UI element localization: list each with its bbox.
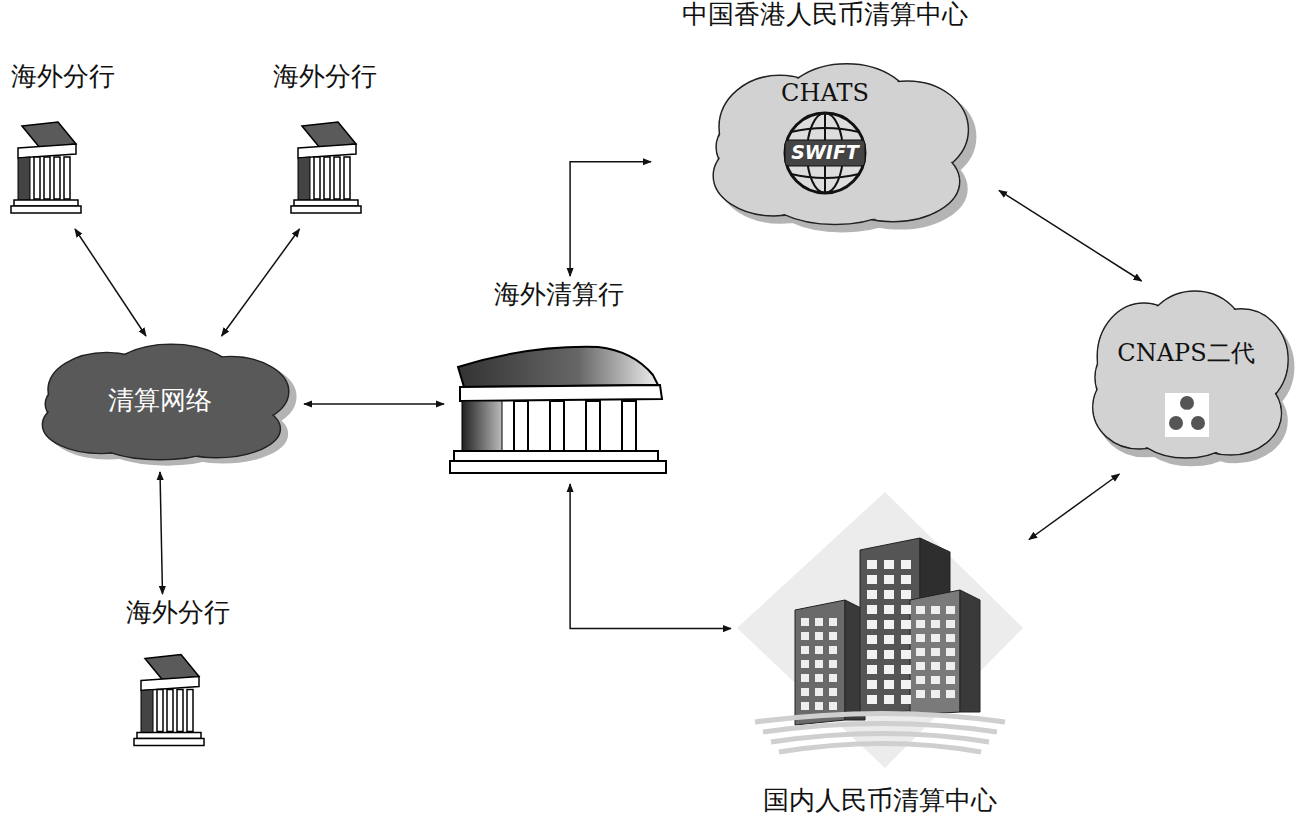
bank-node: 海外分行 bbox=[0, 62, 125, 225]
node-illustration bbox=[290, 120, 365, 220]
node-label: 海外分行 bbox=[115, 598, 240, 628]
node-label: CNAPS二代 bbox=[1075, 340, 1297, 368]
connector-arrow bbox=[160, 472, 163, 594]
logo-symbol bbox=[655, 0, 995, 238]
bank-node: 国内人民币清算中心 bbox=[735, 490, 1025, 820]
node-illustration bbox=[10, 120, 85, 220]
node-label: 海外分行 bbox=[262, 62, 387, 92]
connector-arrow bbox=[75, 229, 146, 336]
connector-arrow bbox=[304, 403, 444, 405]
cloud-node: CNAPS二代 bbox=[1075, 285, 1297, 470]
connector-arrow bbox=[1029, 474, 1119, 540]
node-label: 海外清算行 bbox=[448, 280, 670, 310]
logo-symbol bbox=[1075, 285, 1297, 470]
node-label: 海外分行 bbox=[0, 62, 125, 92]
node-label: 国内人民币清算中心 bbox=[735, 786, 1025, 816]
bank-node: 海外清算行 bbox=[448, 280, 670, 480]
cloud-node: 中国香港人民币清算中心 CHATS SWIFT bbox=[655, 0, 995, 238]
bank-node: 海外分行 bbox=[115, 598, 240, 758]
node-illustration bbox=[448, 345, 670, 480]
node-illustration bbox=[1075, 285, 1297, 470]
node-label: 清算网络 bbox=[20, 386, 300, 416]
connector-arrow bbox=[570, 484, 731, 629]
node-illustration bbox=[133, 650, 208, 755]
node-sublabel: SWIFT bbox=[655, 142, 995, 164]
node-illustration bbox=[735, 490, 1025, 770]
node-label: 中国香港人民币清算中心 bbox=[655, 0, 995, 30]
connector-arrow bbox=[222, 229, 300, 336]
cloud-node: 清算网络 bbox=[20, 340, 300, 468]
connector-arrow bbox=[570, 162, 651, 276]
bank-node: 海外分行 bbox=[262, 62, 387, 225]
node-sublabel: CHATS bbox=[655, 80, 995, 108]
connector-arrow bbox=[999, 190, 1142, 281]
